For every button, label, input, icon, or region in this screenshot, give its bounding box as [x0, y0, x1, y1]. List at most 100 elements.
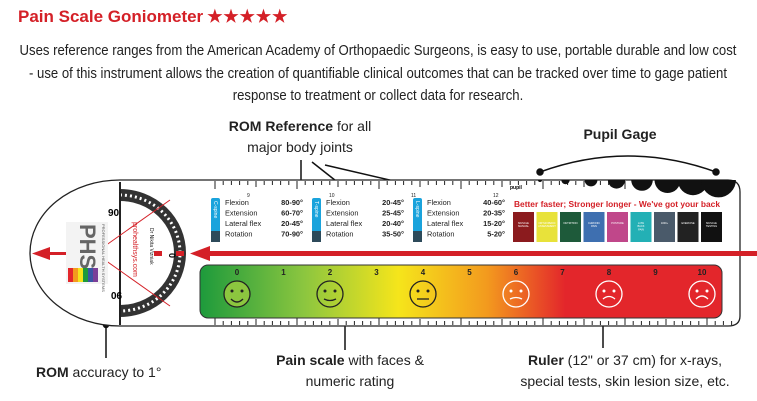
- rom-range: 80-90°: [281, 198, 303, 207]
- book-cover: [607, 212, 628, 242]
- pain-number: 3: [374, 268, 379, 277]
- pain-face-icon: [688, 280, 716, 308]
- ruler-numbers: 9 10 11 12: [247, 193, 499, 199]
- rom-motion: Lateral flex: [427, 219, 463, 228]
- book-cover: [630, 212, 652, 242]
- rom-range: 15-20°: [483, 219, 505, 228]
- pupil-label: pupil: [510, 185, 523, 191]
- rom-range: 20-45°: [382, 198, 404, 207]
- angle-label-90-top: 90: [108, 208, 120, 219]
- pupil-circle: [607, 180, 626, 189]
- rom-range: 20-40°: [382, 219, 404, 228]
- pain-number: 9: [653, 268, 658, 277]
- svg-text:9: 9: [247, 193, 250, 199]
- pupil-circle: [677, 180, 709, 196]
- book-cover: [677, 212, 699, 242]
- logo-color-bars: [68, 268, 98, 282]
- rom-motion: Flexion: [225, 198, 249, 207]
- pain-face-icon: [595, 280, 623, 308]
- author-label: Dr Nikita Vizniak: [148, 228, 154, 265]
- pain-number: 10: [698, 268, 707, 277]
- website-label: prohealthsys.com: [131, 222, 138, 277]
- rom-motion: Rotation: [427, 230, 455, 239]
- phs-logo-subtitle: PROFESSIONAL HEALTH SYSTEMS: [101, 224, 106, 292]
- book-title: NUTRITION: [563, 221, 577, 225]
- pupil-gage: [538, 180, 736, 198]
- description: Uses reference ranges from the American …: [19, 43, 737, 104]
- pain-number: 5: [467, 268, 472, 277]
- pain-face-icon: [316, 280, 344, 308]
- pain-number: 2: [328, 268, 333, 277]
- rom-motion: Lateral flex: [225, 219, 261, 228]
- pupil-circle: [561, 180, 570, 185]
- callout-pupil-gage: Pupil Gage: [583, 126, 657, 142]
- pupil-circle: [654, 180, 681, 193]
- callout-ruler: Ruler (12" or 37 cm) for x-rays,special …: [520, 352, 730, 389]
- book-cover: [536, 212, 558, 242]
- alignment-arrows: [32, 246, 757, 261]
- rom-range: 60-70°: [281, 209, 303, 218]
- callout-pain-scale: Pain scale with faces &numeric rating: [276, 352, 424, 389]
- rom-range: 35-50°: [382, 230, 404, 239]
- svg-text:11: 11: [411, 193, 416, 199]
- pain-number: 1: [281, 268, 286, 277]
- title-text: Pain Scale Goniometer: [18, 7, 204, 26]
- rom-motion: Extension: [225, 209, 257, 218]
- book-cover: [513, 212, 534, 242]
- book-cover: [560, 212, 581, 242]
- rom-motion: Rotation: [225, 230, 253, 239]
- book-title: EXERCISE: [681, 221, 694, 225]
- pupil-circle: [584, 180, 598, 187]
- pain-face-icon: [223, 280, 251, 308]
- pain-number: 6: [514, 268, 519, 277]
- pain-scale-bar: [199, 264, 723, 319]
- rom-range: 70-90°: [281, 230, 303, 239]
- rom-motion: Flexion: [427, 198, 451, 207]
- rom-range: 25-45°: [382, 209, 404, 218]
- pain-scale-marks: 0 1 2 3 4 5 6 7 8 9 10: [223, 268, 716, 308]
- rom-range: 40-60°: [483, 198, 505, 207]
- spine-label: L-spine: [414, 201, 420, 218]
- book-title: 1000+: [661, 221, 669, 225]
- tagline: Better faster; Stronger longer - We've g…: [514, 200, 720, 209]
- pain-number: 8: [607, 268, 612, 277]
- book-cover: [654, 212, 675, 242]
- spine-label: T-spine: [313, 201, 319, 218]
- book-title: POSTURE: [611, 221, 624, 225]
- rom-motion: Flexion: [326, 198, 350, 207]
- pain-number: 7: [560, 268, 565, 277]
- angle-label-90-bottom: 90: [110, 289, 122, 300]
- book-cover: [583, 212, 605, 242]
- svg-text:12: 12: [493, 193, 499, 199]
- book-cover: [701, 212, 722, 242]
- rom-range: 20-45°: [281, 219, 303, 228]
- pain-face-icon: [502, 280, 530, 308]
- pupil-circle: [538, 180, 542, 182]
- rom-motion: Lateral flex: [326, 219, 362, 228]
- phs-logo-text: PHS: [75, 224, 100, 269]
- pupil-circle: [631, 180, 653, 191]
- angle-label-0: 0: [167, 253, 177, 258]
- rom-range: 20-35°: [483, 209, 505, 218]
- spine-label: C-spine: [212, 201, 218, 218]
- pupil-circle: [701, 180, 736, 198]
- pain-face-icon: [409, 280, 437, 308]
- svg-text:10: 10: [329, 193, 335, 199]
- rom-motion: Extension: [427, 209, 459, 218]
- rom-reference-tables: C-spine Flexion 80-90° Extension 60-70° Later…: [211, 198, 505, 242]
- rating-stars: ★★★★★: [207, 7, 289, 26]
- rom-motion: Rotation: [326, 230, 354, 239]
- page-title: Pain Scale Goniometer★★★★★: [18, 7, 288, 27]
- pain-number: 0: [235, 268, 240, 277]
- pain-number: 4: [421, 268, 426, 277]
- rom-range: 5-20°: [487, 230, 505, 239]
